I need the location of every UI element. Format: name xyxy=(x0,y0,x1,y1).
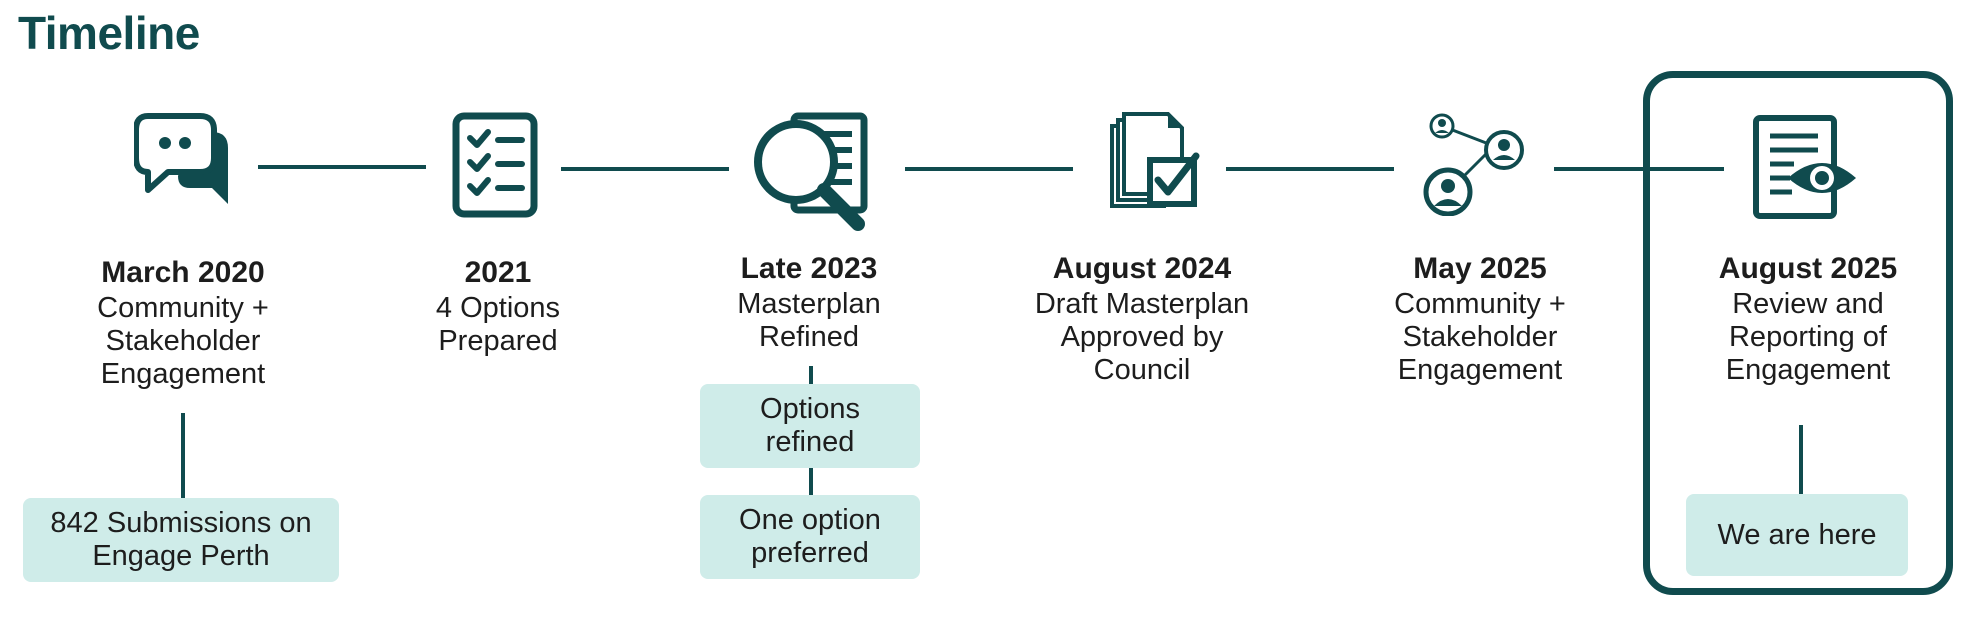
timeline-step-may-2025: May 2025 Community + Stakeholder Engagem… xyxy=(1394,250,1566,387)
timeline-connector xyxy=(905,167,1073,171)
timeline-connector xyxy=(1554,167,1724,171)
document-eye-icon xyxy=(1753,115,1856,219)
timeline-connector xyxy=(1226,167,1394,171)
step-description: Community + Stakeholder Engagement xyxy=(1394,288,1566,386)
note-connector xyxy=(809,366,813,384)
magnifier-document-icon xyxy=(754,112,868,231)
note-connector xyxy=(181,413,185,498)
note-connector xyxy=(809,468,813,495)
option-preferred-note: One option preferred xyxy=(700,495,920,579)
we-are-here-badge: We are here xyxy=(1686,494,1908,576)
current-step-frame xyxy=(1643,71,1953,595)
timeline-step-august-2024: August 2024 Draft Masterplan Approved by… xyxy=(1035,250,1249,387)
submissions-note: 842 Submissions on Engage Perth xyxy=(23,498,339,582)
timeline-step-late-2023: Late 2023 Masterplan Refined xyxy=(737,250,880,354)
chat-bubbles-icon xyxy=(134,113,228,204)
people-network-icon xyxy=(1423,113,1524,216)
step-date: Late 2023 xyxy=(740,252,878,285)
page-title: Timeline xyxy=(18,7,200,59)
checklist-icon xyxy=(452,112,538,218)
note-connector xyxy=(1799,425,1803,495)
step-description: Draft Masterplan Approved by Council xyxy=(1034,288,1250,386)
timeline-step-2021: 2021 4 Options Prepared xyxy=(436,254,560,358)
step-date: May 2025 xyxy=(1413,252,1547,285)
timeline-step-march-2020: March 2020 Community + Stakeholder Engag… xyxy=(97,254,269,391)
approved-documents-icon xyxy=(1110,112,1200,208)
timeline-connector xyxy=(258,165,426,169)
step-date: March 2020 xyxy=(101,256,265,289)
step-description: Review and Reporting of Engagement xyxy=(1725,288,1891,386)
step-description: Masterplan Refined xyxy=(737,288,881,353)
timeline-connector xyxy=(561,167,729,171)
step-date: August 2025 xyxy=(1718,252,1898,285)
options-refined-note: Options refined xyxy=(700,384,920,468)
step-date: August 2024 xyxy=(1052,252,1232,285)
step-description: Community + Stakeholder Engagement xyxy=(97,292,269,390)
timeline-step-august-2025: August 2025 Review and Reporting of Enga… xyxy=(1719,250,1897,387)
step-date: 2021 xyxy=(464,256,532,289)
step-description: 4 Options Prepared xyxy=(435,292,561,357)
